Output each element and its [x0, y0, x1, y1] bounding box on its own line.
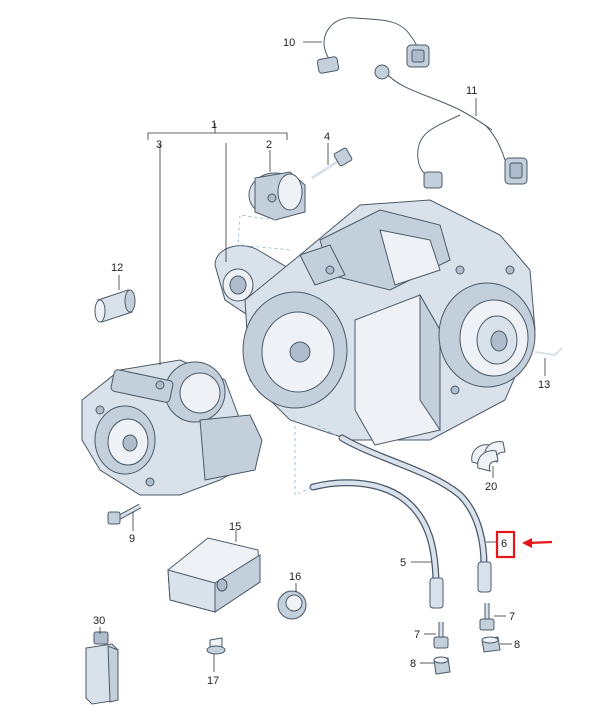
callout-6: 6 — [501, 538, 507, 550]
bolt-9 — [107, 503, 142, 525]
leader-lines — [99, 41, 546, 672]
dashed-guides — [237, 214, 341, 496]
transfer-case-housing — [214, 199, 536, 446]
oil-bottle-30 — [85, 631, 119, 705]
callout-17: 16 — [289, 571, 301, 583]
bolt-7-left — [433, 622, 449, 649]
final-drive-3 — [81, 359, 263, 496]
hose-5 — [309, 479, 444, 609]
callout-12: 13 — [538, 379, 550, 391]
callout-5: 5 — [400, 557, 406, 569]
bolt-4 — [311, 147, 353, 180]
callout-3: 3 — [156, 139, 162, 151]
plug-17 — [277, 590, 307, 620]
callout-4: 4 — [324, 131, 330, 143]
highlight-box — [495, 530, 516, 559]
nut-8-left — [433, 656, 451, 675]
nut-8-right — [481, 636, 501, 653]
fitting-12 — [534, 347, 563, 357]
mount-2 — [248, 171, 306, 221]
callout-15: 15 — [229, 521, 241, 533]
callout-1: 1 — [211, 119, 217, 131]
callout-8-right: 8 — [514, 639, 520, 651]
hose-6 — [338, 434, 492, 593]
callout-labels: 1 3 2 4 10 11 12 13 20 9 15 5 6 16 7 30 … — [93, 37, 550, 687]
callout-2: 2 — [266, 139, 272, 151]
callout-7-left: 7 — [414, 629, 420, 641]
callout-10: 10 — [283, 37, 295, 49]
bolt-7-right — [479, 603, 495, 631]
wiring-harness-10 — [316, 17, 430, 74]
callout-30: 30 — [93, 615, 105, 627]
clips-20 — [471, 441, 506, 472]
callout-16: 17 — [207, 675, 219, 687]
callout-20: 20 — [485, 481, 497, 493]
bushing-13 — [94, 289, 136, 323]
callout-11: 11 — [466, 85, 477, 97]
wiring-harness-11 — [374, 64, 528, 189]
callout-8-left: 8 — [410, 658, 416, 670]
callout-7-right: 7 — [509, 611, 515, 623]
cover-15 — [167, 537, 261, 613]
callout-13: 12 — [111, 262, 123, 274]
plug-16 — [206, 637, 226, 655]
callout-9: 9 — [129, 533, 135, 545]
highlight-arrow — [522, 538, 553, 548]
